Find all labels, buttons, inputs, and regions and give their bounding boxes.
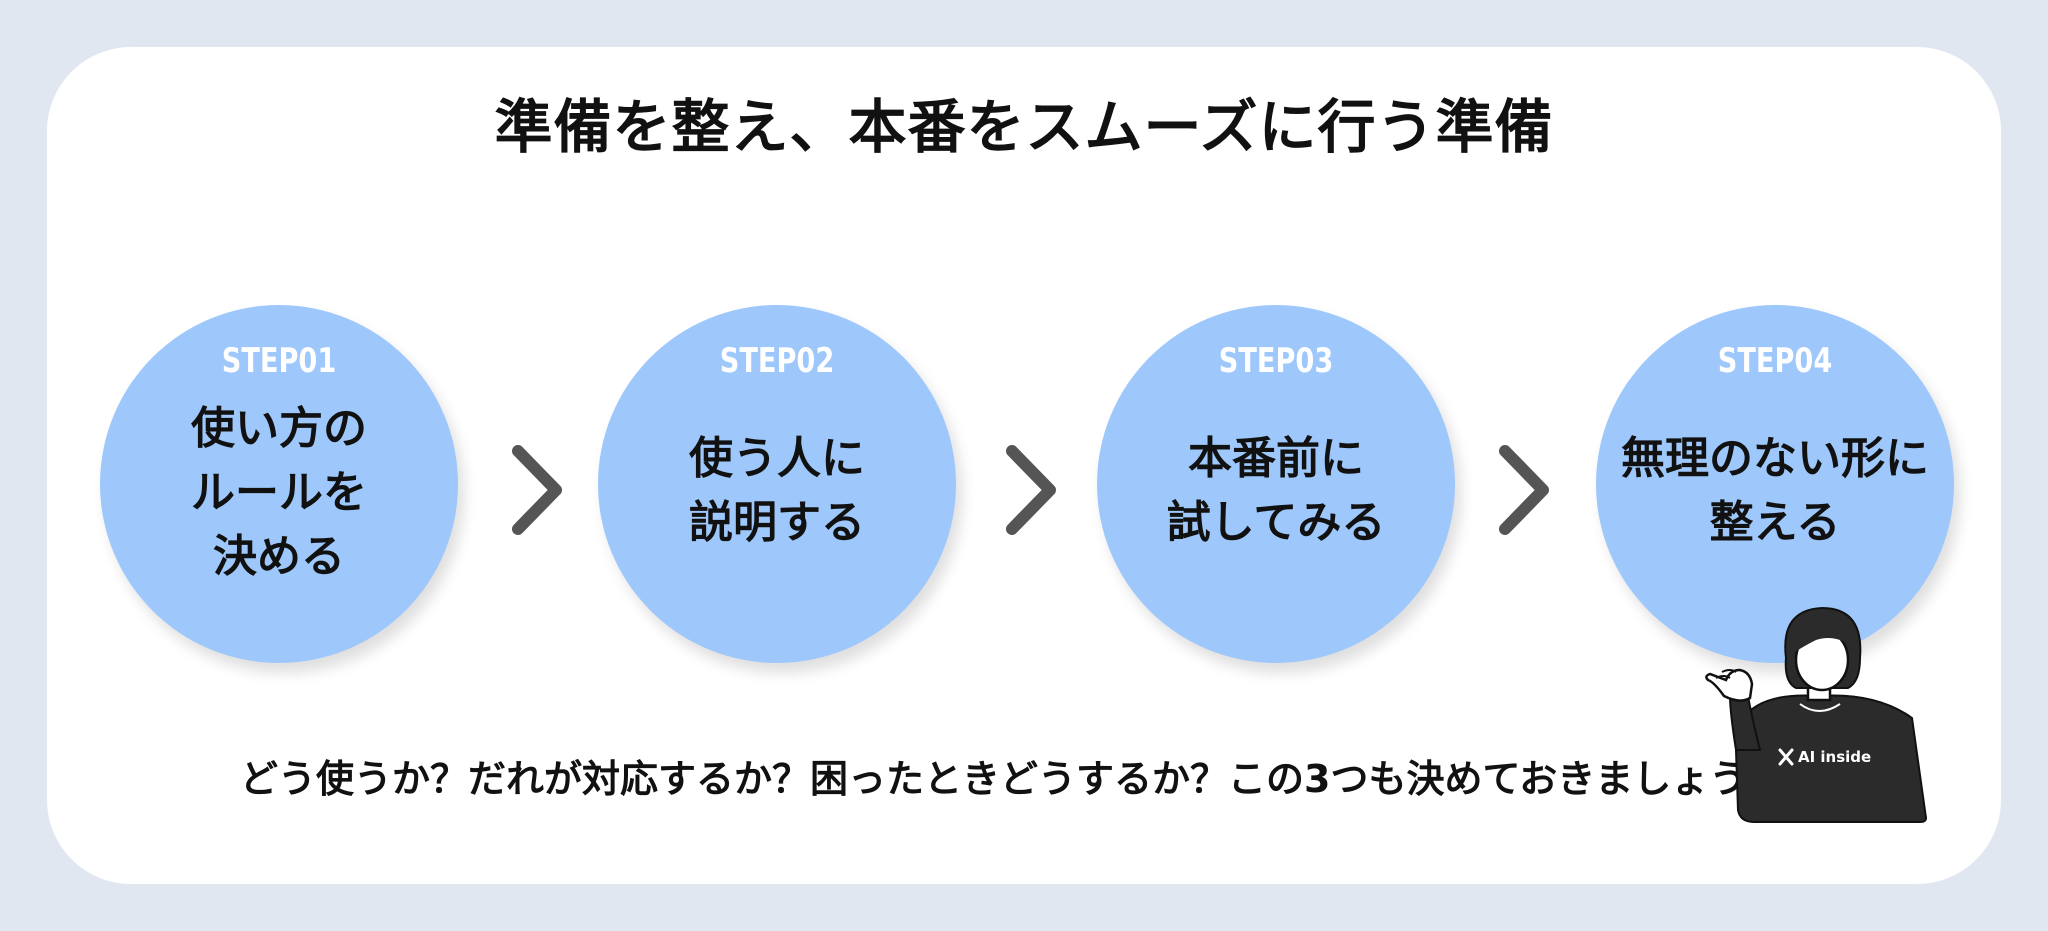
step-label-03: STEP03 bbox=[1218, 341, 1334, 381]
step-02-line-2: 説明する bbox=[689, 497, 865, 548]
person-illustration: AI inside bbox=[1705, 606, 1928, 823]
step-03-line-1: 本番前に bbox=[1188, 433, 1364, 484]
step-04-line-2: 整える bbox=[1709, 497, 1841, 548]
step-circle-01: STEP01 使い方の ルールを 決める bbox=[100, 305, 458, 663]
caption-text: どう使うか？だれが対応するか？困ったときどうするか？この3つも決めておきましょう… bbox=[240, 757, 1784, 801]
ai-inside-logo: AI inside bbox=[1778, 748, 1871, 766]
logo-text: AI inside bbox=[1798, 748, 1871, 766]
chevron-right-icon bbox=[1499, 445, 1549, 535]
step-text-01: 使い方の ルールを 決める bbox=[100, 397, 458, 589]
step-text-03: 本番前に 試してみる bbox=[1097, 427, 1455, 555]
step-01-line-3: 決める bbox=[213, 531, 345, 582]
chevron-right-icon bbox=[512, 445, 562, 535]
step-01-line-2: ルールを bbox=[191, 467, 367, 518]
step-01-line-1: 使い方の bbox=[191, 403, 367, 454]
step-label-02: STEP02 bbox=[719, 341, 835, 381]
step-label-01: STEP01 bbox=[221, 341, 337, 381]
step-text-04: 無理のない形に 整える bbox=[1596, 427, 1954, 555]
step-circle-03: STEP03 本番前に 試してみる bbox=[1097, 305, 1455, 663]
step-circle-04: STEP04 無理のない形に 整える bbox=[1596, 305, 1954, 663]
page-title: 準備を整え、本番をスムーズに行う準備 bbox=[494, 93, 1554, 161]
step-04-line-1: 無理のない形に bbox=[1621, 433, 1929, 484]
step-text-02: 使う人に 説明する bbox=[598, 427, 956, 555]
step-label-04: STEP04 bbox=[1717, 341, 1833, 381]
step-03-line-2: 試してみる bbox=[1166, 497, 1386, 548]
step-circle-02: STEP02 使う人に 説明する bbox=[598, 305, 956, 663]
chevron-right-icon bbox=[1006, 445, 1056, 535]
step-02-line-1: 使う人に bbox=[689, 433, 865, 484]
